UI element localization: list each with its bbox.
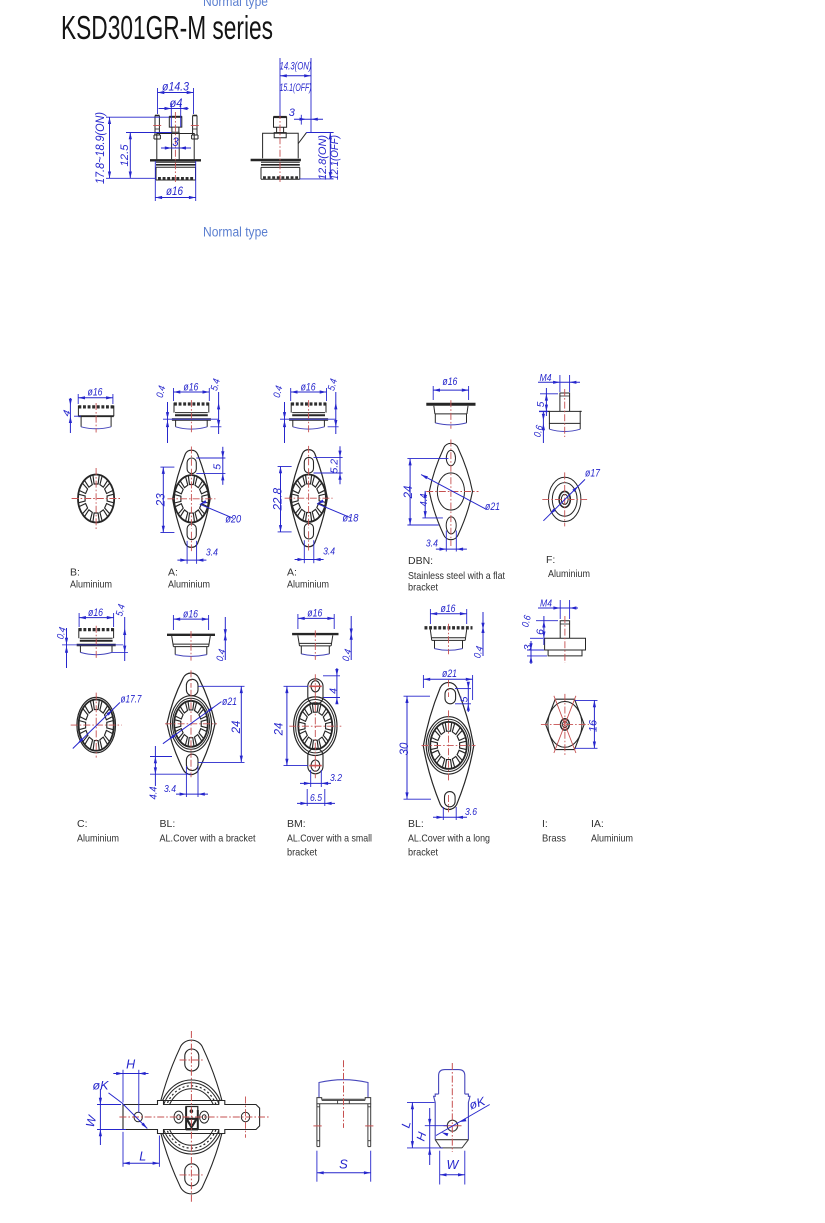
svg-text:3.4: 3.4 <box>206 546 218 558</box>
svg-text:KSD301GR-M series: KSD301GR-M series <box>61 9 273 46</box>
svg-text:Normal type: Normal type <box>203 0 268 9</box>
svg-text:Brass: Brass <box>542 833 566 845</box>
svg-text:5.4: 5.4 <box>114 603 128 618</box>
svg-text:C:: C: <box>77 818 88 830</box>
svg-text:3: 3 <box>522 644 534 650</box>
svg-text:4.4: 4.4 <box>418 493 430 506</box>
svg-text:H: H <box>126 1058 136 1072</box>
svg-text:ø16: ø16 <box>166 186 184 198</box>
svg-text:ø14.3: ø14.3 <box>162 82 190 94</box>
svg-text:Aluminium: Aluminium <box>591 833 633 845</box>
svg-text:AL.Cover with a small: AL.Cover with a small <box>287 833 372 845</box>
svg-text:F:: F: <box>546 554 555 566</box>
svg-text:Aluminium: Aluminium <box>548 568 590 580</box>
svg-text:ø18: ø18 <box>342 513 359 525</box>
svg-text:BL:: BL: <box>408 818 424 830</box>
svg-text:30: 30 <box>399 742 411 755</box>
svg-text:ø21: ø21 <box>222 696 237 708</box>
svg-text:5: 5 <box>536 401 547 407</box>
svg-text:ø16: ø16 <box>88 607 104 619</box>
svg-text:ø4: ø4 <box>170 98 183 110</box>
svg-text:A:: A: <box>168 567 178 579</box>
svg-text:bracket: bracket <box>408 582 438 594</box>
svg-text:S: S <box>339 1157 348 1172</box>
svg-text:A:: A: <box>287 567 297 579</box>
svg-text:5.4: 5.4 <box>326 377 340 392</box>
svg-text:15.1(OFF): 15.1(OFF) <box>280 82 312 94</box>
svg-text:ø16: ø16 <box>442 376 458 388</box>
svg-text:ø21: ø21 <box>442 668 457 680</box>
svg-text:14.3(ON): 14.3(ON) <box>280 61 312 73</box>
svg-text:23: 23 <box>155 493 167 507</box>
svg-text:W: W <box>446 1158 459 1172</box>
svg-text:22.8: 22.8 <box>273 487 285 511</box>
svg-text:L: L <box>399 1119 414 1129</box>
svg-text:ø16: ø16 <box>88 387 104 399</box>
svg-text:ø16: ø16 <box>183 382 199 394</box>
svg-text:IA:: IA: <box>591 818 604 830</box>
svg-text:24: 24 <box>274 723 286 737</box>
svg-text:ø16: ø16 <box>183 608 199 620</box>
svg-text:24: 24 <box>231 721 243 735</box>
svg-text:Aluminium: Aluminium <box>168 579 210 591</box>
svg-text:0.4: 0.4 <box>272 384 286 399</box>
svg-text:3: 3 <box>289 107 296 119</box>
svg-text:3.4: 3.4 <box>426 538 438 550</box>
svg-text:bracket: bracket <box>287 847 317 859</box>
svg-text:3: 3 <box>172 137 179 149</box>
svg-text:ø16: ø16 <box>441 603 457 615</box>
svg-text:H: H <box>414 1130 430 1142</box>
svg-text:6: 6 <box>535 629 547 635</box>
svg-text:bracket: bracket <box>408 847 438 859</box>
svg-text:16: 16 <box>588 719 600 732</box>
svg-text:24: 24 <box>403 486 415 500</box>
svg-text:5: 5 <box>459 696 471 702</box>
svg-text:3.6: 3.6 <box>465 806 477 818</box>
svg-text:0.6: 0.6 <box>520 614 534 629</box>
svg-text:M4: M4 <box>540 598 552 610</box>
svg-text:5.2: 5.2 <box>329 459 341 474</box>
svg-text:0.4: 0.4 <box>55 626 69 641</box>
svg-text:Stainless steel with a flat: Stainless steel with a flat <box>408 570 505 582</box>
svg-text:Normal type: Normal type <box>203 225 268 240</box>
svg-text:DBN:: DBN: <box>408 555 433 567</box>
svg-text:3.2: 3.2 <box>330 772 342 784</box>
svg-text:4: 4 <box>61 409 74 418</box>
svg-text:M4: M4 <box>540 372 552 384</box>
svg-text:Aluminium: Aluminium <box>77 833 119 845</box>
svg-text:øK: øK <box>93 1079 110 1093</box>
svg-text:12.1(OFF): 12.1(OFF) <box>329 135 341 180</box>
svg-text:5: 5 <box>211 464 223 470</box>
svg-text:17.8~18.9(ON): 17.8~18.9(ON) <box>95 112 107 184</box>
svg-text:ø21: ø21 <box>485 501 500 513</box>
svg-text:B:: B: <box>70 567 80 579</box>
svg-text:AL.Cover with a bracket: AL.Cover with a bracket <box>160 833 256 845</box>
svg-text:ø16: ø16 <box>307 608 323 620</box>
svg-text:AL.Cover with a long: AL.Cover with a long <box>408 833 490 845</box>
svg-text:0.4: 0.4 <box>155 384 169 399</box>
svg-text:Aluminium: Aluminium <box>287 579 329 591</box>
svg-text:5.4: 5.4 <box>209 377 223 392</box>
svg-text:ø16: ø16 <box>301 382 317 394</box>
svg-text:BM:: BM: <box>287 818 306 830</box>
svg-text:4: 4 <box>328 688 340 694</box>
svg-text:12.8(ON): 12.8(ON) <box>317 135 329 180</box>
svg-text:12.5: 12.5 <box>119 144 131 167</box>
svg-text:ø17: ø17 <box>585 467 601 479</box>
svg-text:I:: I: <box>542 818 548 830</box>
svg-text:L: L <box>139 1150 146 1164</box>
svg-text:BL:: BL: <box>160 818 176 830</box>
svg-text:4.4: 4.4 <box>148 786 160 799</box>
svg-text:ø17.7: ø17.7 <box>121 694 143 706</box>
svg-text:Aluminium: Aluminium <box>70 579 112 591</box>
svg-text:6.5: 6.5 <box>310 792 322 804</box>
svg-text:3.4: 3.4 <box>323 546 335 558</box>
svg-text:ø20: ø20 <box>225 513 242 525</box>
svg-text:øK: øK <box>467 1094 488 1113</box>
svg-text:3.4: 3.4 <box>164 783 176 795</box>
